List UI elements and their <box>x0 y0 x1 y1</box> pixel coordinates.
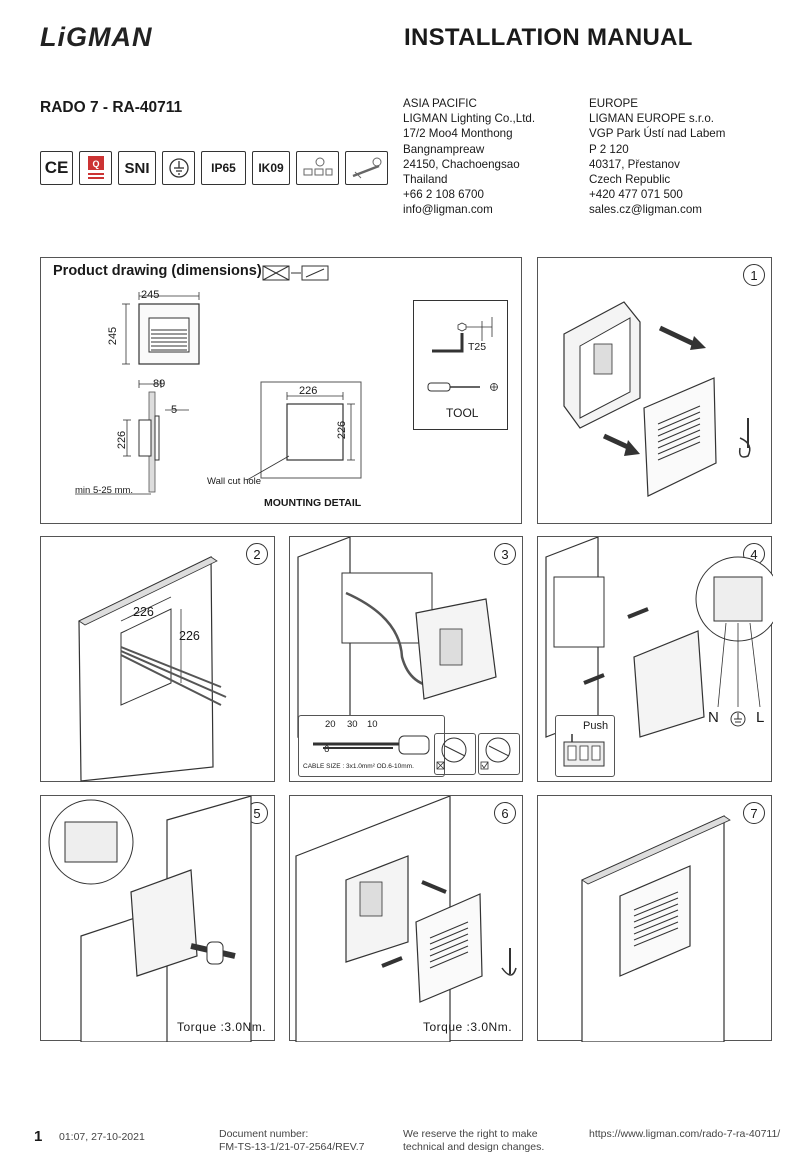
quality-mark-icon: Q <box>79 151 112 185</box>
step-7-panel: 7 <box>537 795 772 1042</box>
product-url-link[interactable]: https://www.ligman.com/rado-7-ra-40711/ <box>589 1128 781 1140</box>
mounting-detail-drawing <box>246 381 362 481</box>
side-flange-dim: 5 <box>171 404 178 416</box>
step-2-panel: 2 226 226 <box>40 536 275 782</box>
neutral-label: N <box>708 709 719 726</box>
ik-rating-badge: IK09 <box>252 151 290 185</box>
step-1-illustration <box>563 301 751 497</box>
page-title: INSTALLATION MANUAL <box>404 24 693 51</box>
disclaimer-line: technical and design changes. <box>403 1141 545 1153</box>
product-model: RADO 7 - RA-40711 <box>40 99 183 116</box>
address-line: LIGMAN EUROPE s.r.o. <box>589 112 714 126</box>
address-line: Bangnampreaw <box>403 142 485 156</box>
front-width-dim: 245 <box>141 289 160 301</box>
tool-box: T25 TOOL <box>413 300 508 430</box>
wall-thickness-note: min 5-25 mm. <box>75 485 134 496</box>
disclaimer: We reserve the right to make technical a… <box>403 1128 544 1154</box>
strip-length-20: 20 <box>325 719 336 730</box>
cut-height-dim: 226 <box>336 420 349 440</box>
address-line: Czech Republic <box>589 173 671 187</box>
tool-label: TOOL <box>446 406 479 420</box>
step-3-illustration <box>297 537 497 738</box>
phone: +420 477 071 500 <box>589 188 683 202</box>
address-line: ASIA PACIFIC <box>403 97 477 110</box>
step-number: 7 <box>743 802 765 824</box>
push-terminal-detail: Push <box>555 715 615 777</box>
torx-key-icon <box>427 317 498 392</box>
step-6-panel: 6 Torque :3.0Nm. <box>289 795 523 1042</box>
address-line: 17/2 Moo4 Monthong <box>403 127 513 141</box>
ip-rating-badge: IP65 <box>201 151 246 185</box>
front-height-dim: 245 <box>107 326 120 346</box>
document-number-value: FM-TS-13-1/21-07-2564/REV.7 <box>219 1141 365 1153</box>
step-number: 3 <box>494 543 516 565</box>
strip-length-30: 30 <box>347 719 358 730</box>
earth-ground-icon <box>162 151 195 185</box>
address-line: VGP Park Ústí nad Labem <box>589 127 726 141</box>
step-6-illustration <box>295 796 517 1042</box>
step-5-torque: Torque :3.0Nm. <box>177 1020 267 1034</box>
step-4-illustration <box>545 537 773 738</box>
print-date: 01:07, 27-10-2021 <box>59 1131 145 1143</box>
europe-address: EUROPE LIGMAN EUROPE s.r.o. VGP Park Úst… <box>589 96 725 218</box>
side-depth-dim: 89 <box>153 378 166 390</box>
strip-length-10: 10 <box>367 719 378 730</box>
step-number: 1 <box>743 264 765 286</box>
step-5-panel: 5 Torque :3.0Nm. <box>40 795 275 1042</box>
push-label: Push <box>583 720 609 732</box>
t25-label: T25 <box>468 341 487 353</box>
cable-size-note: CABLE SIZE : 3x1.0mm² OD.6-10mm. <box>303 763 414 770</box>
step-7-illustration <box>581 815 731 1042</box>
step-1-panel: 1 <box>537 257 772 524</box>
address-line: EUROPE <box>589 97 638 110</box>
disposal-icon <box>345 151 388 185</box>
sni-mark-icon: SNI <box>118 151 156 185</box>
product-drawing-title: Product drawing (dimensions) <box>53 263 262 279</box>
step-2-width-dim: 226 <box>133 605 154 619</box>
strip-length-6: 6 <box>324 744 330 755</box>
address-line: Thailand <box>403 173 448 187</box>
certification-row: CE Q SNI IP65 IK09 <box>40 151 388 187</box>
document-number: Document number: FM-TS-13-1/21-07-2564/R… <box>219 1128 365 1154</box>
document-number-label: Document number: <box>219 1128 309 1140</box>
correct-method-icon <box>478 733 520 775</box>
address-line: 40317, Přestanov <box>589 157 680 171</box>
step-number: 6 <box>494 802 516 824</box>
step-3-panel: 3 20 30 10 6 CABLE SIZE : 3x1.0mm² OD.6-… <box>289 536 523 782</box>
push-connector-icon <box>563 734 605 767</box>
cable-strip-detail: 20 30 10 6 CABLE SIZE : 3x1.0mm² OD.6-10… <box>298 715 445 777</box>
svg-text:Q: Q <box>92 159 99 169</box>
phone: +66 2 108 6700 <box>403 188 484 202</box>
driver-wiring-icon <box>296 151 339 185</box>
address-line: P 2 120 <box>589 142 629 156</box>
step-5-illustration <box>48 796 252 1042</box>
stripped-cable-icon <box>313 735 430 755</box>
email: info@ligman.com <box>403 203 493 217</box>
step-2-height-dim: 226 <box>179 629 200 643</box>
ce-mark-icon: CE <box>40 151 73 185</box>
address-line: LIGMAN Lighting Co.,Ltd. <box>403 112 536 126</box>
step-4-panel: 4 N L Push <box>537 536 773 782</box>
step-6-torque: Torque :3.0Nm. <box>423 1020 513 1034</box>
front-view-drawing <box>122 292 200 365</box>
wrong-method-icon <box>434 733 476 775</box>
mounting-detail-label: MOUNTING DETAIL <box>264 497 362 509</box>
wall-cut-hole-label: Wall cut hole <box>207 476 262 487</box>
page-number: 1 <box>34 1128 43 1145</box>
brand-logo: LiGMAN <box>40 22 153 52</box>
asia-pacific-address: ASIA PACIFIC LIGMAN Lighting Co.,Ltd. 17… <box>403 96 535 218</box>
no-cover-insulation-icon <box>262 265 329 281</box>
cut-width-dim: 226 <box>299 385 318 397</box>
disclaimer-line: We reserve the right to make <box>403 1128 538 1140</box>
step-2-illustration <box>78 556 227 782</box>
live-label: L <box>756 709 765 726</box>
address-line: 24150, Chachoengsao <box>403 157 520 171</box>
step-number: 2 <box>246 543 268 565</box>
email: sales.cz@ligman.com <box>589 203 702 217</box>
side-height-dim: 226 <box>116 430 129 450</box>
side-view-drawing <box>75 380 189 495</box>
product-drawing-panel: Product drawing (dimensions) 245 245 <box>40 257 522 524</box>
